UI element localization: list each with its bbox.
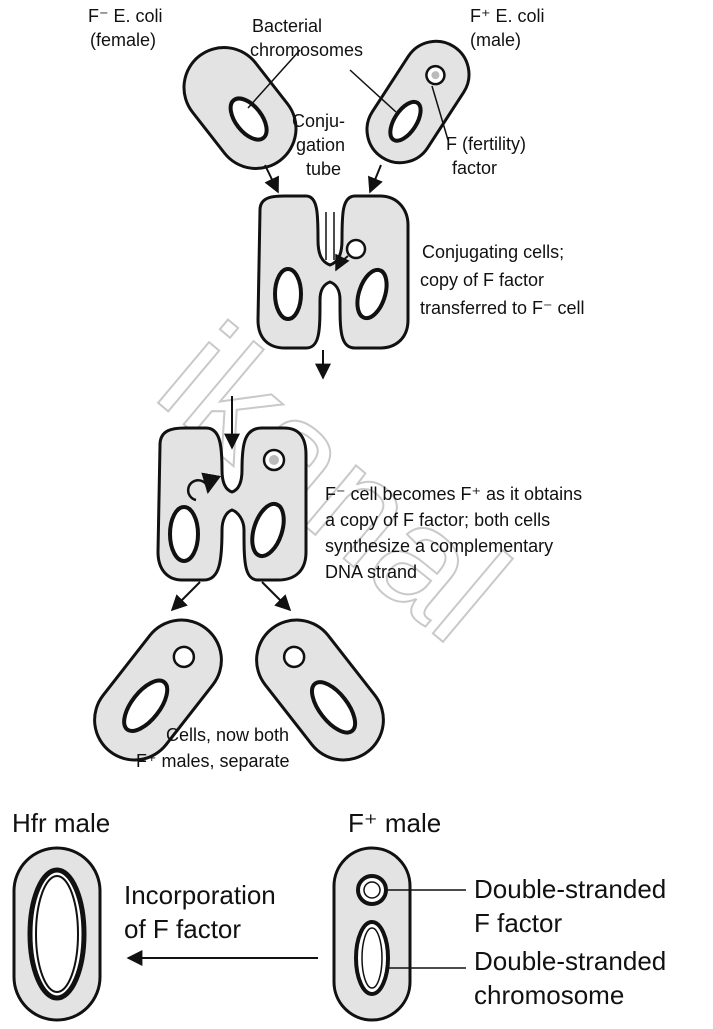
- incorporation-labels: Incorporation of F factor: [124, 880, 276, 944]
- conjugating-label-3: transferred to F⁻ cell: [420, 298, 585, 318]
- chromosome: [170, 507, 198, 561]
- ds-chromosome-label-2: chromosome: [474, 980, 624, 1010]
- separate-label: Cells, now both: [166, 725, 289, 745]
- conjugation-tube-label: Conju-: [292, 111, 345, 131]
- chromosome: [30, 870, 84, 998]
- bottom-headings: Hfr male F⁺ male: [12, 808, 441, 838]
- conjugating-cells: [258, 196, 408, 348]
- arrow: [370, 165, 381, 192]
- stage1-labels: F⁻ E. coli (female) Bacterial chromosome…: [88, 6, 545, 179]
- hfr-cell: [14, 848, 100, 1020]
- bacterial-chromosomes-label: Bacterial: [252, 16, 322, 36]
- ds-factor-label-2: F factor: [474, 908, 562, 938]
- becomes-label-4: DNA strand: [325, 562, 417, 582]
- conjugation-tube-label-2: gation: [296, 135, 345, 155]
- arrow: [172, 582, 200, 610]
- hfr-heading: Hfr male: [12, 808, 110, 838]
- bacterial-chromosomes-label-2: chromosomes: [250, 40, 363, 60]
- chromosome: [275, 269, 301, 319]
- becomes-label-3: synthesize a complementary: [325, 536, 553, 556]
- male-label-2: (male): [470, 30, 521, 50]
- becomes-label-2: a copy of F factor; both cells: [325, 510, 550, 530]
- f-factor-plasmid: [347, 240, 365, 258]
- fplus-heading: F⁺ male: [348, 808, 441, 838]
- incorporation-label: Incorporation: [124, 880, 276, 910]
- fplus-callouts: Double-stranded F factor Double-stranded…: [474, 874, 666, 1010]
- female-label-2: (female): [90, 30, 156, 50]
- female-label: F⁻ E. coli: [88, 6, 163, 26]
- f-factor-label-2: factor: [452, 158, 497, 178]
- separate-label-2: F⁺ males, separate: [136, 751, 290, 771]
- male-label: F⁺ E. coli: [470, 6, 545, 26]
- becomes-label: F⁻ cell becomes F⁺ as it obtains: [325, 484, 582, 504]
- f-factor-plasmid: [358, 876, 386, 904]
- chromosome: [356, 922, 388, 994]
- arrow: [265, 165, 278, 192]
- conjugation-tube-label-3: tube: [306, 159, 341, 179]
- arrow: [262, 582, 290, 610]
- fplus-cell: [334, 848, 410, 1020]
- conjugating-label-2: copy of F factor: [420, 270, 544, 290]
- incorporation-label-2: of F factor: [124, 914, 241, 944]
- conjugating-label: Conjugating cells;: [422, 242, 564, 262]
- ds-factor-label: Double-stranded: [474, 874, 666, 904]
- ds-chromosome-label: Double-stranded: [474, 946, 666, 976]
- f-factor-label: F (fertility): [446, 134, 526, 154]
- stage2-labels: Conjugating cells; copy of F factor tran…: [420, 242, 585, 318]
